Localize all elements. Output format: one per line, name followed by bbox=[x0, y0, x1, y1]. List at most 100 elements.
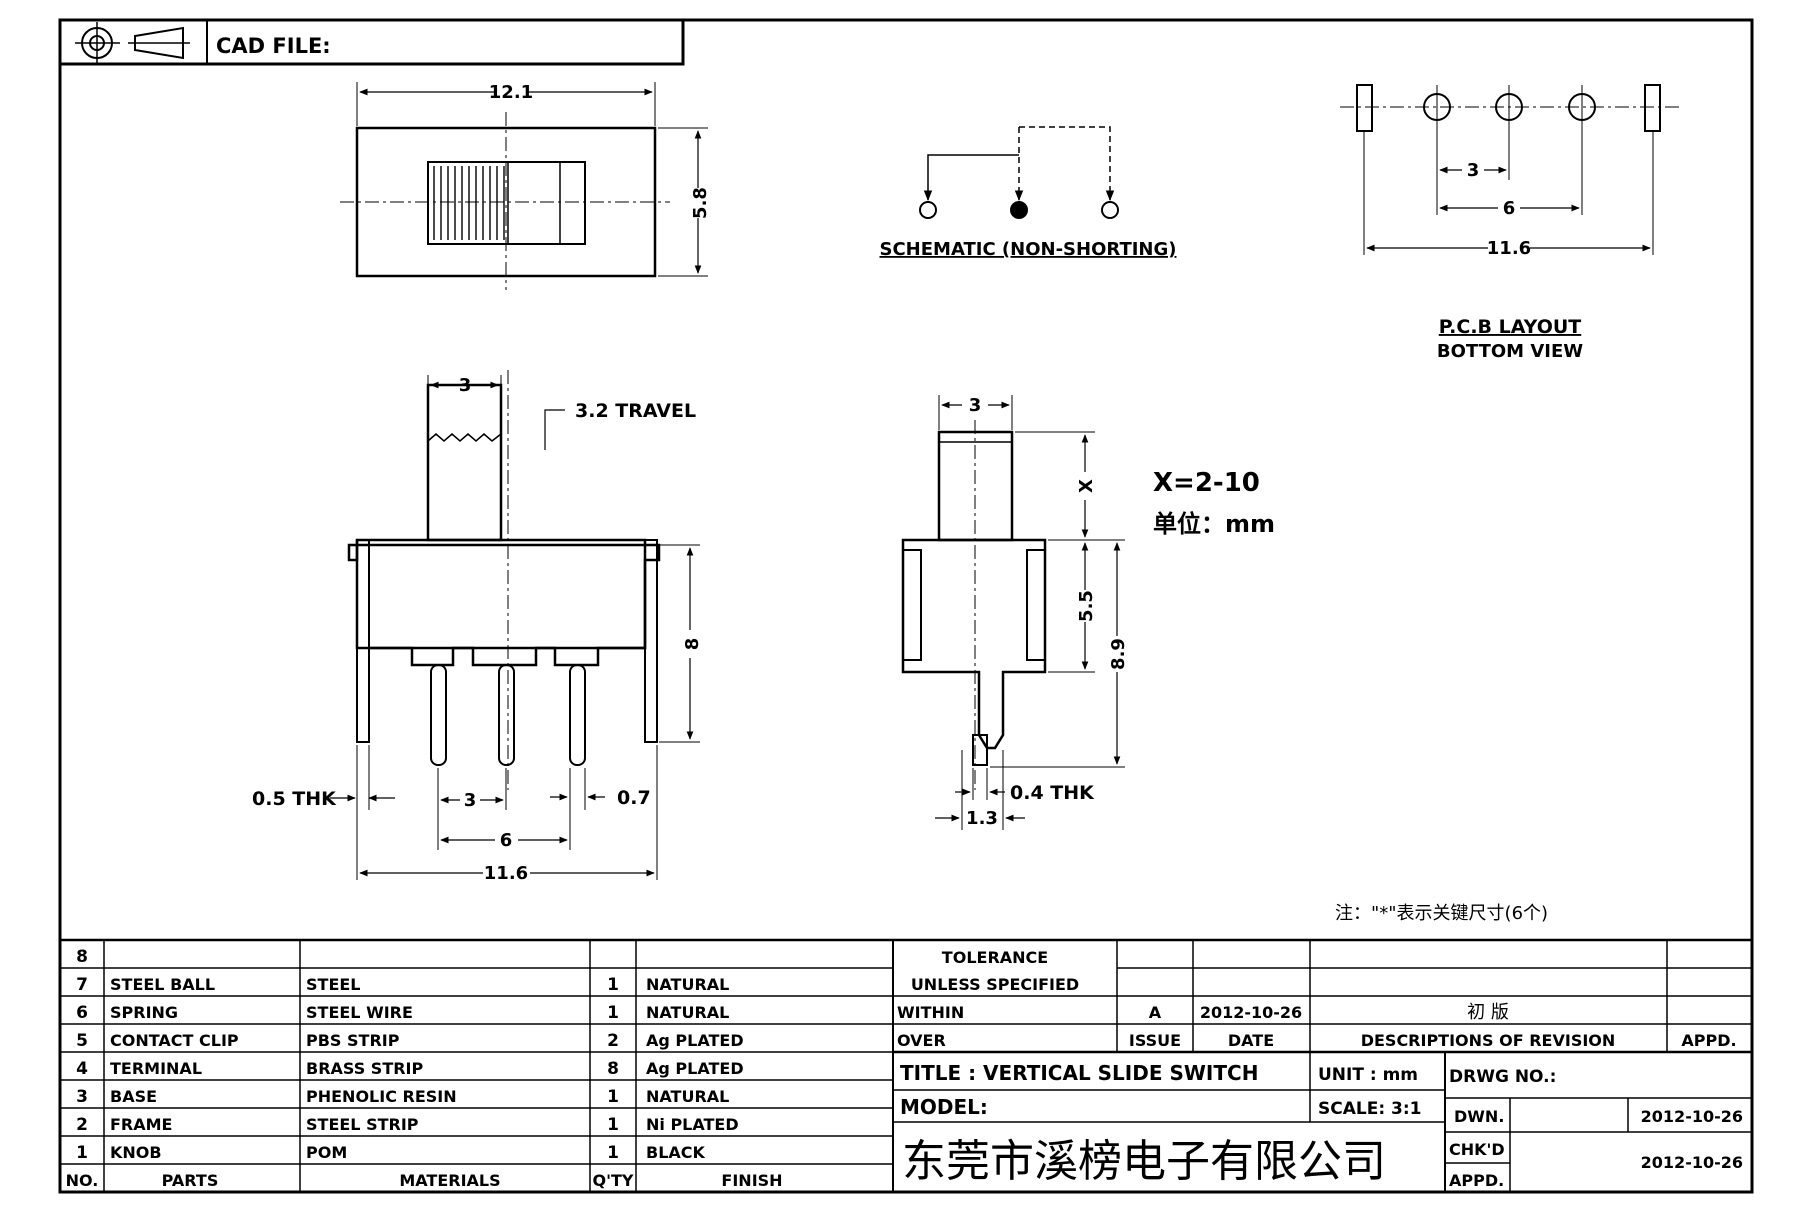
bom-row-6-qty: 1 bbox=[607, 1003, 619, 1023]
pcb-overall-dim: 11.6 bbox=[1487, 238, 1531, 259]
bom-row-2-finish: Ni PLATED bbox=[646, 1115, 739, 1134]
front-view: 3 3.2 TRAVEL 8 0.5 THK 3 0.7 6 bbox=[252, 370, 703, 884]
top-view-width-dim: 12.1 bbox=[489, 82, 533, 103]
model-label: MODEL: bbox=[900, 1095, 988, 1119]
drwg-no-label: DRWG NO.: bbox=[1449, 1067, 1556, 1087]
schematic-label: SCHEMATIC (NON-SHORTING) bbox=[880, 239, 1177, 260]
x-range-note: X=2-10 bbox=[1153, 468, 1260, 498]
bom-row-6-material: STEEL WIRE bbox=[306, 1003, 413, 1022]
bom-row-3-no: 3 bbox=[76, 1087, 88, 1107]
bom-row-2-part: FRAME bbox=[110, 1115, 172, 1134]
dwn-date: 2012-10-26 bbox=[1641, 1107, 1743, 1126]
bom-row-7-material: STEEL bbox=[306, 975, 361, 994]
side-body bbox=[901, 538, 1047, 750]
pcb-pitch-dim: 3 bbox=[1467, 160, 1480, 181]
bom-row-5-no: 5 bbox=[76, 1031, 88, 1051]
bom-row-6-finish: NATURAL bbox=[646, 1003, 729, 1022]
bom-header-qty: Q'TY bbox=[593, 1171, 634, 1190]
bom-row-5-qty: 2 bbox=[607, 1031, 619, 1051]
over-label: OVER bbox=[897, 1031, 946, 1050]
front-thickness-dim: 0.5 THK bbox=[252, 788, 337, 810]
bom-table: 8 7 STEEL BALL STEEL 1 NATURAL 6 SPRING … bbox=[60, 938, 894, 1192]
title-block: TOLERANCE UNLESS SPECIFIED WITHIN OVER A… bbox=[893, 938, 1752, 1192]
schematic: SCHEMATIC (NON-SHORTING) bbox=[880, 126, 1177, 260]
bom-row-4-finish: Ag PLATED bbox=[646, 1059, 744, 1078]
tolerance-label: TOLERANCE bbox=[942, 948, 1048, 967]
side-total-dim: 8.9 bbox=[1108, 638, 1129, 670]
sheet-border bbox=[58, 18, 1754, 1194]
bom-row-7-no: 7 bbox=[76, 975, 88, 995]
front-body bbox=[347, 540, 661, 667]
bom-row-7-qty: 1 bbox=[607, 975, 619, 995]
pcb-title: P.C.B LAYOUT bbox=[1439, 316, 1582, 338]
bom-row-6-part: SPRING bbox=[110, 1003, 178, 1022]
slider-grip bbox=[433, 166, 505, 240]
side-pin bbox=[972, 734, 988, 766]
bom-row-1-material: POM bbox=[306, 1143, 347, 1162]
side-x-dim: X bbox=[1076, 479, 1097, 493]
chkd-label: CHK'D bbox=[1449, 1140, 1505, 1159]
bom-row-8-no: 8 bbox=[76, 947, 88, 967]
bom-row-4-no: 4 bbox=[76, 1059, 88, 1079]
issue-value: A bbox=[1149, 1003, 1162, 1022]
bom-row-4-qty: 8 bbox=[607, 1059, 619, 1079]
date-label: DATE bbox=[1228, 1031, 1274, 1050]
within-label: WITHIN bbox=[897, 1003, 964, 1022]
desc-label: DESCRIPTIONS OF REVISION bbox=[1361, 1031, 1616, 1050]
drawing-title: TITLE : VERTICAL SLIDE SWITCH bbox=[900, 1061, 1258, 1085]
revision-value: 初 版 bbox=[1467, 1002, 1509, 1023]
front-frame-left bbox=[356, 539, 370, 743]
top-view-height-dim: 5.8 bbox=[690, 187, 711, 219]
appd-label: APPD. bbox=[1681, 1031, 1736, 1050]
bom-row-1-qty: 1 bbox=[607, 1143, 619, 1163]
side-view: 3 X 5.5 8.9 0.4 THK 1.3 bbox=[901, 395, 1129, 830]
front-span6-dim: 6 bbox=[500, 830, 513, 851]
pcb-subtitle: BOTTOM VIEW bbox=[1437, 341, 1583, 362]
unless-specified-label: UNLESS SPECIFIED bbox=[911, 975, 1079, 994]
side-body-dim: 5.5 bbox=[1076, 590, 1097, 622]
front-knob-dim: 3 bbox=[459, 375, 472, 396]
dwn-label: DWN. bbox=[1454, 1107, 1504, 1126]
appd2-label: APPD. bbox=[1449, 1171, 1504, 1190]
bom-header-no: NO. bbox=[66, 1171, 99, 1190]
pcb-slot-right bbox=[1644, 84, 1661, 132]
bom-header-finish: FINISH bbox=[721, 1171, 782, 1190]
side-frame-right bbox=[1026, 549, 1046, 661]
unit-label: UNIT : mm bbox=[1318, 1065, 1418, 1085]
bom-row-3-material: PHENOLIC RESIN bbox=[306, 1087, 457, 1106]
bom-row-6-no: 6 bbox=[76, 1003, 88, 1023]
unit-note: 单位：mm bbox=[1153, 510, 1275, 538]
bom-row-2-material: STEEL STRIP bbox=[306, 1115, 419, 1134]
bom-header-materials: MATERIALS bbox=[399, 1171, 500, 1190]
date-value: 2012-10-26 bbox=[1200, 1003, 1302, 1022]
front-pin-3 bbox=[569, 664, 586, 766]
side-frame-left bbox=[902, 549, 922, 661]
chkd-date: 2012-10-26 bbox=[1641, 1153, 1743, 1172]
issue-label: ISSUE bbox=[1129, 1031, 1181, 1050]
bom-row-4-material: BRASS STRIP bbox=[306, 1059, 424, 1078]
bom-row-5-material: PBS STRIP bbox=[306, 1031, 400, 1050]
terminal-right bbox=[1101, 201, 1119, 219]
header-box: CAD FILE: bbox=[58, 18, 685, 66]
front-knob bbox=[426, 383, 503, 542]
front-pin-1 bbox=[430, 664, 447, 766]
front-overall-dim: 11.6 bbox=[484, 863, 528, 884]
bom-row-3-qty: 1 bbox=[607, 1087, 619, 1107]
bom-row-7-finish: NATURAL bbox=[646, 975, 729, 994]
pcb-slot-left bbox=[1356, 84, 1373, 132]
projection-symbol-icon bbox=[75, 22, 190, 64]
scale-label: SCALE: 3:1 bbox=[1318, 1099, 1422, 1119]
terminal-common bbox=[1010, 201, 1028, 219]
pcb-layout: 3 6 11.6 P.C.B LAYOUT BOTTOM VIEW bbox=[1340, 84, 1680, 362]
front-pitch-dim: 3 bbox=[464, 790, 477, 811]
bom-row-2-qty: 1 bbox=[607, 1115, 619, 1135]
bom-row-5-finish: Ag PLATED bbox=[646, 1031, 744, 1050]
bom-row-4-part: TERMINAL bbox=[110, 1059, 202, 1078]
front-pin-2 bbox=[498, 664, 515, 766]
bom-header-parts: PARTS bbox=[162, 1171, 219, 1190]
front-lead-dim: 0.7 bbox=[617, 787, 651, 809]
travel-label: 3.2 TRAVEL bbox=[575, 400, 696, 422]
front-frame-right bbox=[644, 539, 658, 743]
bom-row-1-part: KNOB bbox=[110, 1143, 162, 1162]
